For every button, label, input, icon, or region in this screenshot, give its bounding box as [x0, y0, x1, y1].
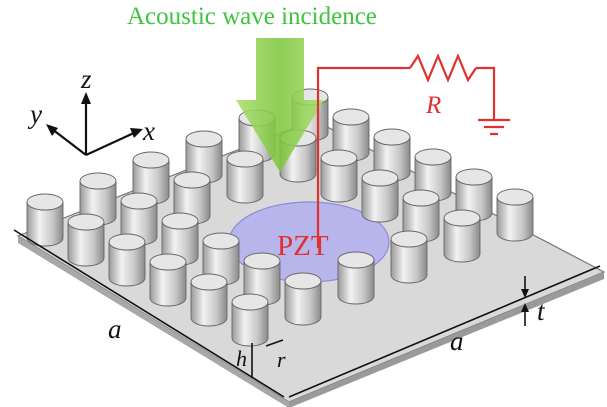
side-a-right-label: a	[450, 326, 464, 356]
radius-label: r	[277, 347, 286, 372]
pillar	[443, 209, 481, 263]
y-axis-label: y	[27, 99, 42, 129]
pillar	[361, 169, 399, 223]
pillar	[190, 273, 228, 327]
figure-title: Acoustic wave incidence	[127, 3, 377, 30]
pillar	[149, 253, 187, 307]
pillar	[67, 213, 105, 267]
x-axis-label: x	[142, 116, 155, 146]
shunt-circuit	[316, 53, 510, 248]
resistor-label: R	[425, 92, 441, 119]
coordinate-axes	[46, 92, 143, 156]
pzt-label: PZT	[277, 230, 329, 262]
side-a-left-label: a	[108, 314, 122, 344]
pillar	[231, 293, 269, 347]
pillar	[284, 272, 322, 326]
pillar	[320, 149, 358, 203]
pillar	[496, 188, 534, 242]
dimension-lines	[13, 229, 601, 398]
height-label: h	[236, 346, 247, 371]
pillar	[108, 233, 146, 287]
pillar	[226, 150, 264, 204]
thickness-label: t	[537, 296, 546, 326]
pillar	[337, 251, 375, 305]
pillar	[26, 193, 64, 247]
pillar	[390, 230, 428, 284]
resistor-zigzag	[409, 53, 477, 83]
pillar-array	[26, 88, 534, 347]
acoustic-wave-arrow	[236, 38, 324, 172]
z-axis-label: z	[80, 64, 92, 94]
